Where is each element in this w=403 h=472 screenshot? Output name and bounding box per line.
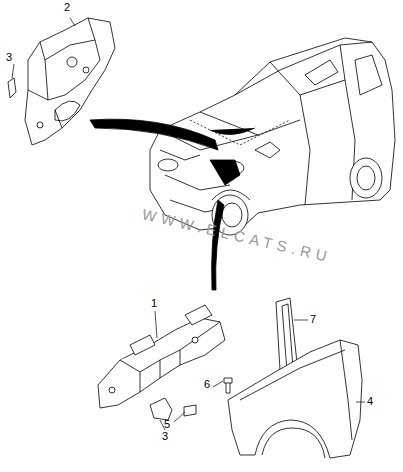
callout-number: 3 [162,431,168,442]
callout-number: 4 [367,396,373,407]
callout-number: 6 [204,379,210,390]
pointer-band [90,119,218,150]
wheelhouse-upper [25,18,115,145]
fender [228,340,362,458]
callout-number: 2 [64,2,70,13]
pad [184,405,196,416]
fender-strip-inner [282,304,293,372]
pointer-band [212,200,224,290]
bracket [150,398,172,420]
callout-number: 5 [164,419,170,430]
callout-number: 3 [6,52,12,63]
callout-number: 1 [151,298,157,309]
side-member [98,305,225,408]
callout-number: 7 [310,314,316,325]
bolt [224,378,232,393]
bracket [8,78,16,98]
leader-line [12,18,365,430]
